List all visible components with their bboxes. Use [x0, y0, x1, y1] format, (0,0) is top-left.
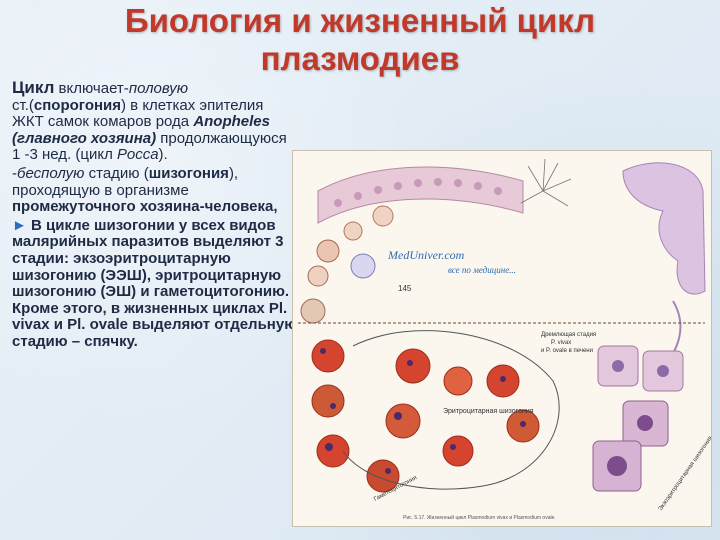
mosquito-stages [300, 205, 394, 324]
stage-word: стадию ( [84, 164, 149, 182]
bullet-arrow-icon: ► [12, 216, 27, 234]
number-145: 145 [398, 284, 412, 293]
dash: - [12, 164, 17, 182]
gut-epithelium [317, 166, 524, 224]
sporozoite-burst [520, 158, 572, 207]
schizogony-term: шизогония [148, 164, 229, 182]
sporogony-term: спорогония [33, 96, 122, 114]
parasite-nuclei [320, 348, 526, 474]
label-dormant-3: и P. ovale в печени [541, 348, 593, 354]
salivary-gland [622, 162, 706, 295]
sporogony-desc: ) в клетках эпителия ЖКТ самок комаров р… [12, 96, 264, 131]
liver-cells [592, 345, 684, 492]
label-erythro: Эритроцитарная шизогония [443, 408, 534, 415]
slide-title: Биология и жизненный цикл плазмодиев [0, 2, 720, 78]
epithelium-cells [334, 178, 502, 207]
stage-abbr: ст.( [12, 96, 34, 114]
sexual-word: половую [128, 80, 188, 97]
host-term: промежуточного хозяина-человека, [12, 198, 278, 216]
ross-term: Росса [117, 146, 159, 164]
includes-word: включает- [54, 80, 129, 97]
life-cycle-diagram: 145 MedUniver.com все по медицине... Эри… [298, 158, 720, 521]
title-line-2: плазмодиев [260, 40, 460, 77]
cycle-arrow [342, 330, 560, 490]
schizogony-desc: ), проходящую в организме [12, 164, 239, 199]
paragraph-sporogony: Цикл включает-половую ст.(спорогония) в … [12, 78, 297, 164]
watermark: MedUniver.com [387, 248, 465, 262]
period: ). [158, 146, 168, 164]
erythrocytic-cells [311, 339, 540, 493]
watermark-sub: все по медицине... [448, 265, 516, 275]
paragraph-schizogony: -бесполую стадию (шизогония), проходящую… [12, 164, 297, 216]
body-text: Цикл включает-половую ст.(спорогония) в … [12, 78, 298, 353]
label-dormant-2: P. vivax [551, 340, 571, 346]
cycle-word: Цикл [12, 78, 55, 97]
stages-text: В цикле шизогонии у всех видов малярийны… [12, 216, 298, 350]
paragraph-stages: ► В цикле шизогонии у всех видов малярий… [12, 216, 298, 351]
anopheles-term: Anopheles (главного хозяина) [12, 113, 270, 147]
label-dormant-1: Дремлющая стадия [541, 332, 596, 338]
life-cycle-figure: 145 MedUniver.com все по медицине... Эри… [292, 150, 720, 527]
title-line-1: Биология и жизненный цикл [124, 2, 596, 39]
duration-text: продолжающуюся 1 -3 нед. (цикл [12, 129, 287, 164]
figure-caption: Рис. 5.17. Жизненный цикл Plasmodium viv… [403, 514, 556, 521]
asexual-word: бесполую [17, 164, 85, 182]
